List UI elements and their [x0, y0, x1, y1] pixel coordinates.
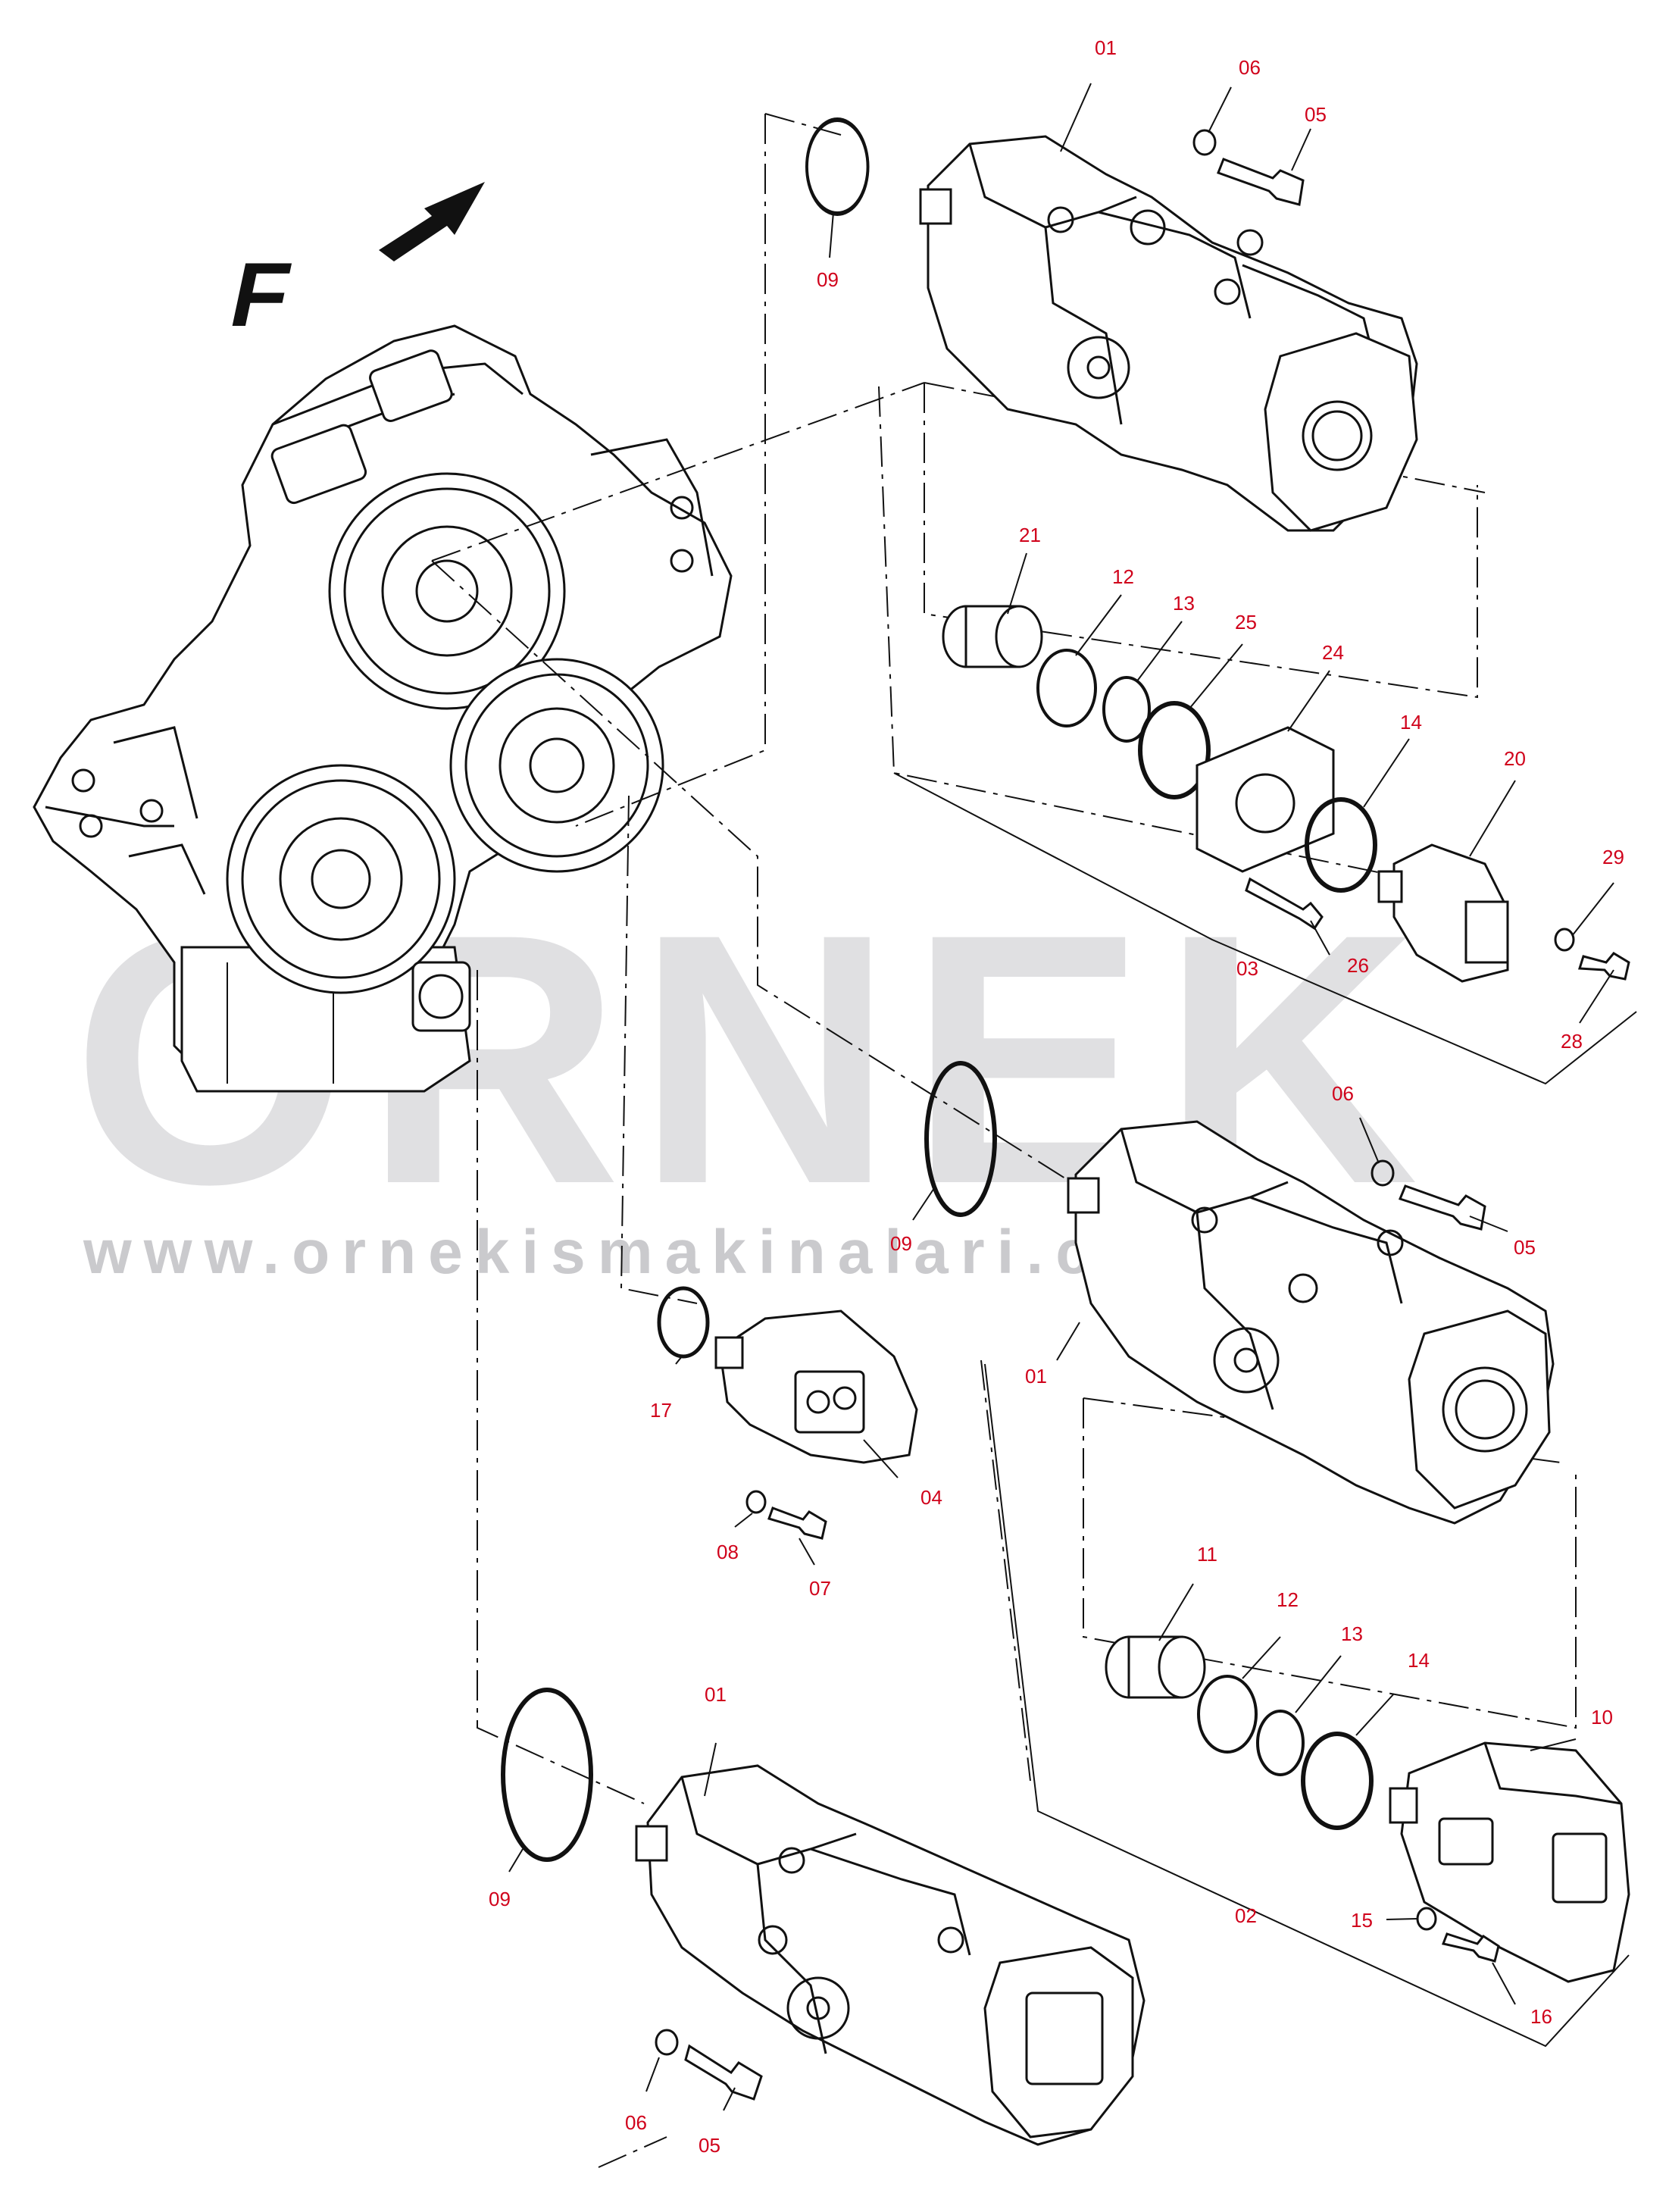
callout-12-b: 12	[1277, 1588, 1299, 1611]
o-ring-top	[805, 117, 870, 216]
callout-17: 17	[650, 1399, 672, 1422]
snap-ring-13b	[1256, 1710, 1305, 1776]
callout-01-mid: 01	[1025, 1365, 1047, 1388]
callout-21: 21	[1019, 524, 1041, 546]
callout-14-b: 14	[1408, 1649, 1430, 1672]
callout-13-b: 13	[1341, 1622, 1363, 1645]
callout-06-bot: 06	[625, 2111, 647, 2134]
o-ring-17	[657, 1286, 710, 1359]
coupling-21	[942, 605, 1043, 668]
callout-20: 20	[1504, 747, 1526, 770]
washer-bolt-top	[1192, 129, 1305, 206]
callout-29: 29	[1602, 846, 1624, 868]
forward-arrow-icon	[379, 182, 485, 261]
washer-bolt-15-16	[1416, 1907, 1500, 1963]
callout-08: 08	[717, 1541, 739, 1563]
snap-ring-12a	[1036, 649, 1097, 727]
callout-09-bot: 09	[489, 1888, 511, 1910]
callout-28: 28	[1561, 1030, 1583, 1053]
callout-07: 07	[809, 1577, 831, 1600]
callout-13-a: 13	[1173, 592, 1195, 615]
callout-16: 16	[1530, 2005, 1552, 2028]
callout-26: 26	[1347, 954, 1369, 977]
callout-05-mid: 05	[1514, 1236, 1536, 1259]
callout-06-mid: 06	[1332, 1082, 1354, 1105]
callout-15: 15	[1351, 1909, 1373, 1932]
pump-flange-upper	[328, 472, 566, 710]
callouts: 01 06 05 09 21 12 13 25 24 14 20 29 03 2…	[489, 36, 1624, 2157]
snap-ring-12b	[1197, 1675, 1258, 1754]
hydraulic-motor-10	[1389, 1741, 1630, 1983]
direction-letter: F	[222, 243, 299, 345]
callout-11: 11	[1197, 1543, 1217, 1566]
callout-09-top: 09	[817, 268, 839, 291]
pump-assembly-top	[919, 135, 1418, 532]
o-ring-middle	[924, 1061, 997, 1217]
callout-12-a: 12	[1112, 565, 1134, 588]
callout-14-a: 14	[1400, 711, 1422, 734]
pump-flange-right	[449, 658, 664, 873]
callout-04: 04	[920, 1486, 942, 1509]
o-ring-14a	[1305, 797, 1377, 893]
washer-bolt-bottom	[655, 2029, 763, 2101]
callout-02: 02	[1235, 1904, 1257, 1927]
o-ring-25	[1138, 701, 1211, 799]
hydraulic-motor-20	[1377, 843, 1509, 983]
snap-ring-13a	[1102, 676, 1151, 743]
coupling-11	[1105, 1635, 1206, 1699]
callout-06-top: 06	[1239, 56, 1261, 79]
gearbox-housing	[33, 324, 733, 1093]
callout-24: 24	[1322, 641, 1344, 664]
direction-marker: F	[222, 182, 485, 346]
callout-09-mid: 09	[890, 1232, 912, 1255]
pump-flange-lower	[226, 764, 456, 994]
washer-bolt-28-29	[1554, 928, 1630, 981]
callout-05-top: 05	[1305, 103, 1327, 126]
leader-lines	[508, 83, 1614, 2111]
flange-24	[1195, 726, 1335, 873]
o-ring-14b	[1301, 1732, 1374, 1830]
callout-10: 10	[1591, 1706, 1613, 1729]
washer-bolt-07-08	[745, 1490, 827, 1540]
gear-pump-04	[714, 1309, 918, 1464]
callout-03: 03	[1236, 957, 1258, 980]
o-ring-bottom	[501, 1688, 593, 1862]
bolt-26	[1245, 877, 1324, 931]
pump-assembly-bottom	[635, 1764, 1145, 2146]
callout-25: 25	[1235, 611, 1257, 634]
pump-assembly-middle	[1067, 1120, 1555, 1525]
callout-01-top: 01	[1095, 36, 1117, 59]
callout-05-bot: 05	[699, 2134, 720, 2157]
washer-bolt-middle	[1371, 1159, 1486, 1231]
callout-01-bot: 01	[705, 1683, 727, 1706]
